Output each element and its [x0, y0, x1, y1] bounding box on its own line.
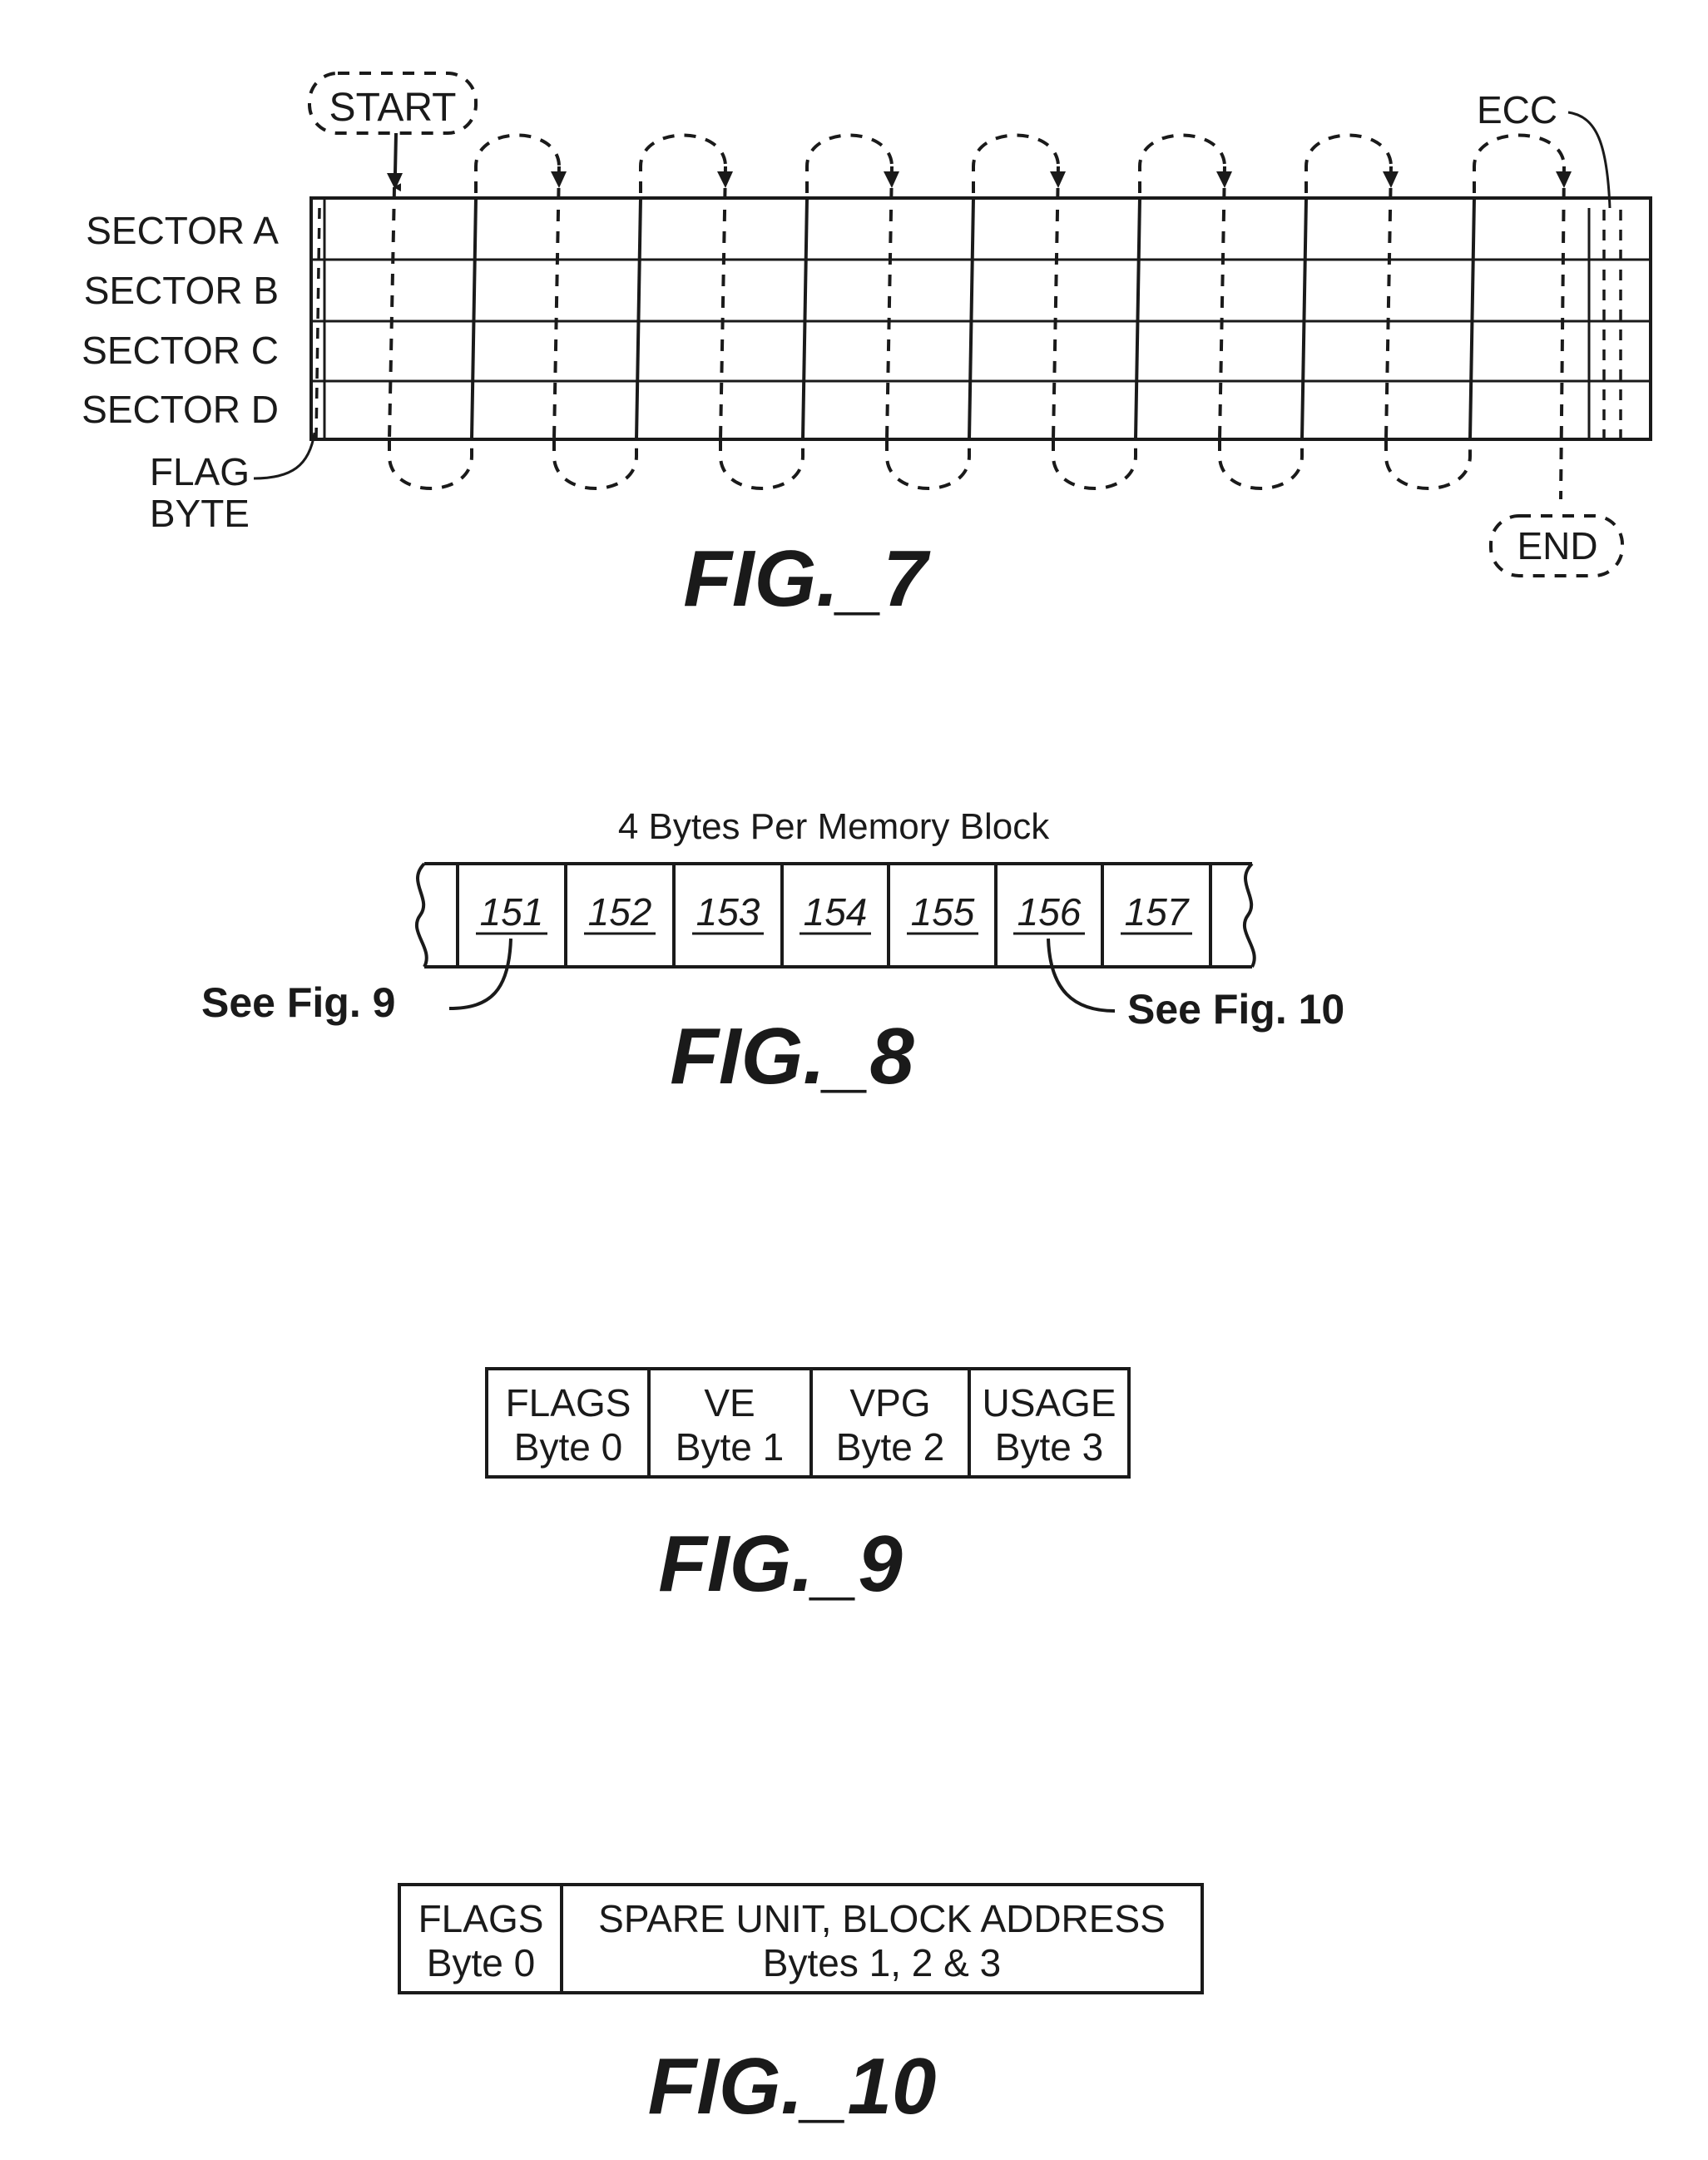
fig7-ecc-label: ECC — [1477, 88, 1557, 131]
fig8-cell-155: 155 — [911, 890, 975, 934]
fig8-see-fig9-label: See Fig. 9 — [201, 979, 395, 1026]
fig9-cell1-bottom: Byte 1 — [676, 1425, 784, 1469]
fig8-see-fig9-leader — [448, 938, 512, 1010]
fig8-caption: 4 Bytes Per Memory Block — [618, 806, 1050, 847]
fig8-break-right — [1242, 862, 1256, 968]
fig7-diagram: START END ECC SECTOR A SECTOR B SECTOR C… — [82, 72, 1652, 623]
fig10-cell0-bottom: Byte 0 — [427, 1941, 535, 1984]
fig7-top-arcs — [474, 133, 1566, 193]
fig8-see-fig10-label: See Fig. 10 — [1127, 986, 1344, 1033]
fig9-cell2-top: VPG — [849, 1381, 930, 1424]
fig8-cell-154: 154 — [804, 890, 868, 934]
fig10-cell0-top: FLAGS — [418, 1897, 544, 1940]
fig8-cell-151: 151 — [480, 890, 544, 934]
fig8-cell-153: 153 — [696, 890, 760, 934]
fig7-flag-label-line1: FLAG — [150, 450, 250, 493]
fig7-memory-grid — [309, 196, 1652, 441]
fig8-cell-156: 156 — [1017, 890, 1082, 934]
fig9-cell0-top: FLAGS — [506, 1381, 631, 1424]
fig7-sector-d-label: SECTOR D — [82, 388, 279, 431]
fig8-cell-152: 152 — [588, 890, 652, 934]
fig10-cell1-bottom: Bytes 1, 2 & 3 — [763, 1941, 1001, 1984]
fig7-end-callout — [1489, 514, 1624, 577]
fig7-sector-c-label: SECTOR C — [82, 329, 279, 372]
fig7-sector-a-label: SECTOR A — [86, 209, 279, 252]
fig7-arrowheads — [387, 171, 1572, 190]
fig9-diagram: FLAGS Byte 0 VE Byte 1 VPG Byte 2 USAGE … — [485, 1367, 1131, 1608]
fig7-flag-label-line2: BYTE — [150, 492, 250, 535]
fig10-diagram: FLAGS Byte 0 SPARE UNIT, BLOCK ADDRESS B… — [398, 1883, 1204, 2131]
fig7-scan-lines — [314, 166, 1622, 500]
fig7-start-arrow — [394, 132, 398, 174]
fig7-ecc-leader — [1567, 111, 1611, 209]
fig8-diagram: 4 Bytes Per Memory Block 151 152 153 154… — [201, 806, 1344, 1101]
fig8-break-left — [414, 862, 428, 968]
fig10-cell1-top: SPARE UNIT, BLOCK ADDRESS — [598, 1897, 1166, 1940]
fig10-byte-table — [398, 1883, 1204, 1994]
fig7-sector-b-label: SECTOR B — [84, 269, 279, 312]
fig7-title: FIG._7 — [683, 534, 931, 623]
fig7-start-label: START — [329, 86, 457, 130]
fig9-title: FIG._9 — [658, 1519, 902, 1608]
fig8-see-fig10-leader — [1047, 938, 1116, 1013]
fig7-bottom-arcs — [388, 439, 1472, 490]
fig8-title: FIG._8 — [670, 1012, 914, 1101]
fig8-cells: 151 152 153 154 155 156 157 — [480, 890, 1190, 934]
fig7-block-dividers — [470, 197, 1591, 440]
fig7-flag-leader — [253, 432, 316, 480]
fig8-cell-157: 157 — [1125, 890, 1190, 934]
fig9-byte-table — [485, 1367, 1131, 1479]
fig7-end-label: END — [1517, 524, 1597, 567]
fig10-title: FIG._10 — [648, 2042, 937, 2131]
fig9-cell3-bottom: Byte 3 — [995, 1425, 1103, 1469]
fig8-cell-dividers — [456, 864, 1212, 967]
fig9-cell3-top: USAGE — [982, 1381, 1116, 1424]
fig7-start-callout — [308, 72, 478, 135]
fig9-cell1-top: VE — [704, 1381, 755, 1424]
fig9-cell2-bottom: Byte 2 — [836, 1425, 944, 1469]
fig9-cell0-bottom: Byte 0 — [514, 1425, 622, 1469]
